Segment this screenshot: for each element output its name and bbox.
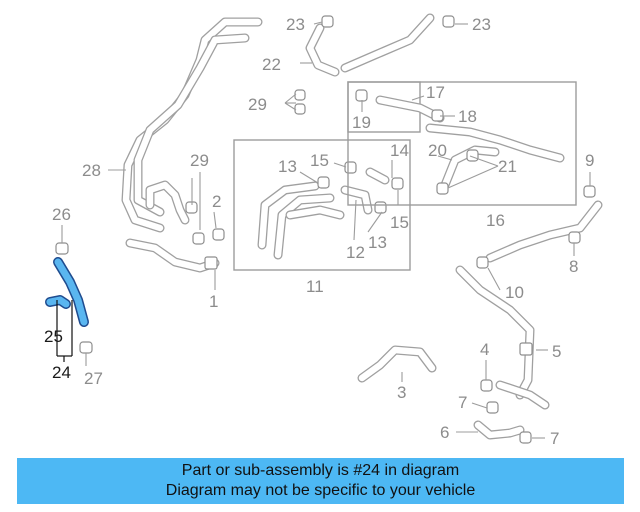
box-16 [347, 81, 577, 206]
callout-15a: 15 [310, 151, 329, 170]
callout-20: 20 [428, 141, 447, 160]
callout-22: 22 [262, 55, 281, 74]
callout-17: 17 [426, 83, 445, 102]
callout-27: 27 [84, 369, 103, 388]
parts-diagram: 1 2 3 4 5 6 7 7 7 8 9 10 11 12 13 13 14 … [44, 13, 603, 448]
callout-labels: 1 2 3 4 5 6 7 7 7 8 9 10 11 12 13 13 14 … [44, 15, 594, 448]
callout-7a: 7 [458, 393, 467, 412]
callout-13a: 13 [278, 157, 297, 176]
clip-27 [79, 341, 93, 354]
callout-28: 28 [82, 161, 101, 180]
callout-25: 25 [44, 327, 63, 346]
pipe-assembly-28 [121, 17, 263, 233]
callout-11: 11 [306, 277, 324, 296]
callout-1: 1 [209, 292, 218, 311]
callout-15b: 15 [390, 213, 409, 232]
callout-bracket-24-25 [56, 300, 73, 362]
callout-4: 4 [480, 340, 489, 359]
callout-5: 5 [552, 342, 561, 361]
callout-3: 3 [397, 383, 406, 402]
callout-10: 10 [505, 283, 524, 302]
callout-13b: 13 [368, 233, 387, 252]
hose-8 [476, 185, 603, 269]
hose-3 [357, 345, 437, 383]
hose-22 [294, 13, 455, 115]
callout-16: 16 [486, 211, 505, 230]
clip-26 [55, 242, 69, 255]
pipe-assembly-5 [455, 265, 550, 444]
callout-23a: 23 [286, 15, 305, 34]
callout-8: 8 [569, 257, 578, 276]
callout-21: 21 [498, 157, 517, 176]
callout-18: 18 [458, 107, 477, 126]
callout-12: 12 [346, 243, 365, 262]
callout-26: 26 [52, 205, 71, 224]
callout-29b: 29 [248, 95, 267, 114]
callout-29a: 29 [190, 151, 209, 170]
callout-23b: 23 [472, 15, 491, 34]
highlighted-hose-24 [45, 257, 89, 327]
info-banner: Part or sub-assembly is #24 in diagram D… [17, 458, 624, 504]
callout-14: 14 [390, 141, 409, 160]
callout-7b: 7 [550, 429, 559, 448]
callout-19: 19 [352, 113, 371, 132]
clip-group-29-2 [185, 201, 225, 245]
hose-1 [125, 238, 220, 273]
callout-6: 6 [440, 423, 449, 442]
callout-24: 24 [52, 363, 71, 382]
leader-lines [61, 21, 591, 439]
callout-2: 2 [212, 192, 221, 211]
pipe-group-16 [355, 89, 565, 195]
callout-9: 9 [585, 151, 594, 170]
banner-line-disclaimer: Diagram may not be specific to your vehi… [165, 482, 476, 499]
banner-line-part: Part or sub-assembly is #24 in diagram [181, 462, 460, 479]
